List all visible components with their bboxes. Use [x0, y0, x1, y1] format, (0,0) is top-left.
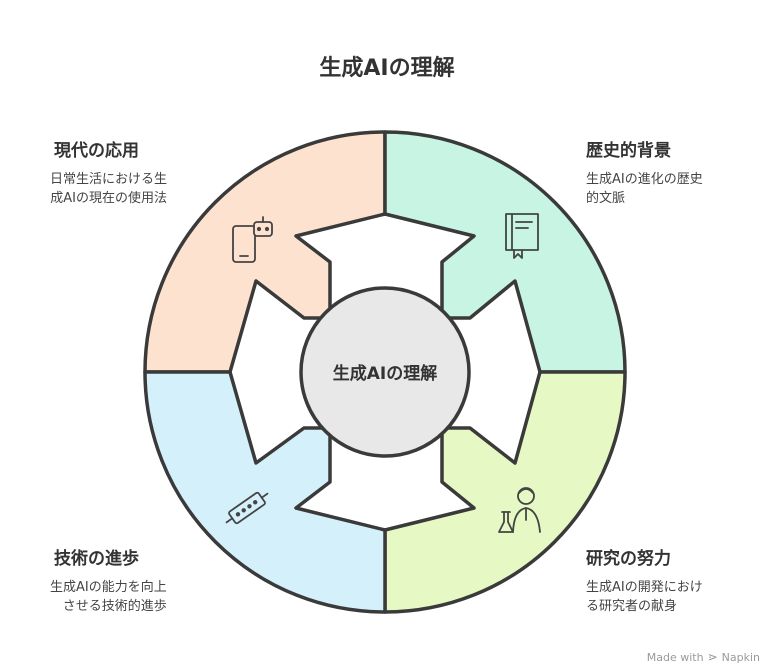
book-icon [505, 213, 539, 259]
heading-history: 歴史的背景 [586, 141, 671, 161]
center-label: 生成AIの理解 [333, 363, 437, 384]
heading-tech: 技術の進歩 [54, 549, 139, 569]
scientist-icon [498, 487, 541, 533]
diagram-title: 生成AIの理解 [319, 56, 455, 81]
footer-brand: Napkin [721, 650, 760, 664]
napkin-logo-icon: ⋗ [707, 650, 718, 664]
desc-research: 生成AIの開発におけ る研究者の献身 [586, 578, 703, 616]
circuit-chip-icon [225, 491, 269, 525]
desc-history: 生成AIの進化の歴史 的文脈 [586, 170, 703, 208]
center-circle [299, 286, 471, 458]
desc-modern-line-2: 成AIの現在の使用法 [50, 191, 168, 206]
desc-history-line-2: 的文脈 [586, 191, 626, 206]
heading-modern: 現代の応用 [54, 141, 139, 161]
heading-research: 研究の努力 [586, 549, 671, 569]
desc-research-line-1: 生成AIの開発におけ [586, 580, 703, 595]
desc-history-line-1: 生成AIの進化の歴史 [586, 172, 703, 187]
footer-credit: Made with ⋗ Napkin [647, 650, 760, 664]
desc-modern: 日常生活における生 成AIの現在の使用法 [50, 170, 167, 208]
desc-tech-line-2: させる技術的進歩 [62, 599, 167, 614]
desc-modern-line-1: 日常生活における生 [50, 172, 168, 187]
desc-tech-line-1: 生成AIの能力を向上 [50, 580, 167, 595]
smartphone-robot-icon [232, 216, 273, 263]
desc-research-line-2: る研究者の献身 [586, 599, 678, 614]
desc-tech: 生成AIの能力を向上 させる技術的進歩 [50, 578, 167, 616]
footer-made-with: Made with [646, 650, 704, 664]
